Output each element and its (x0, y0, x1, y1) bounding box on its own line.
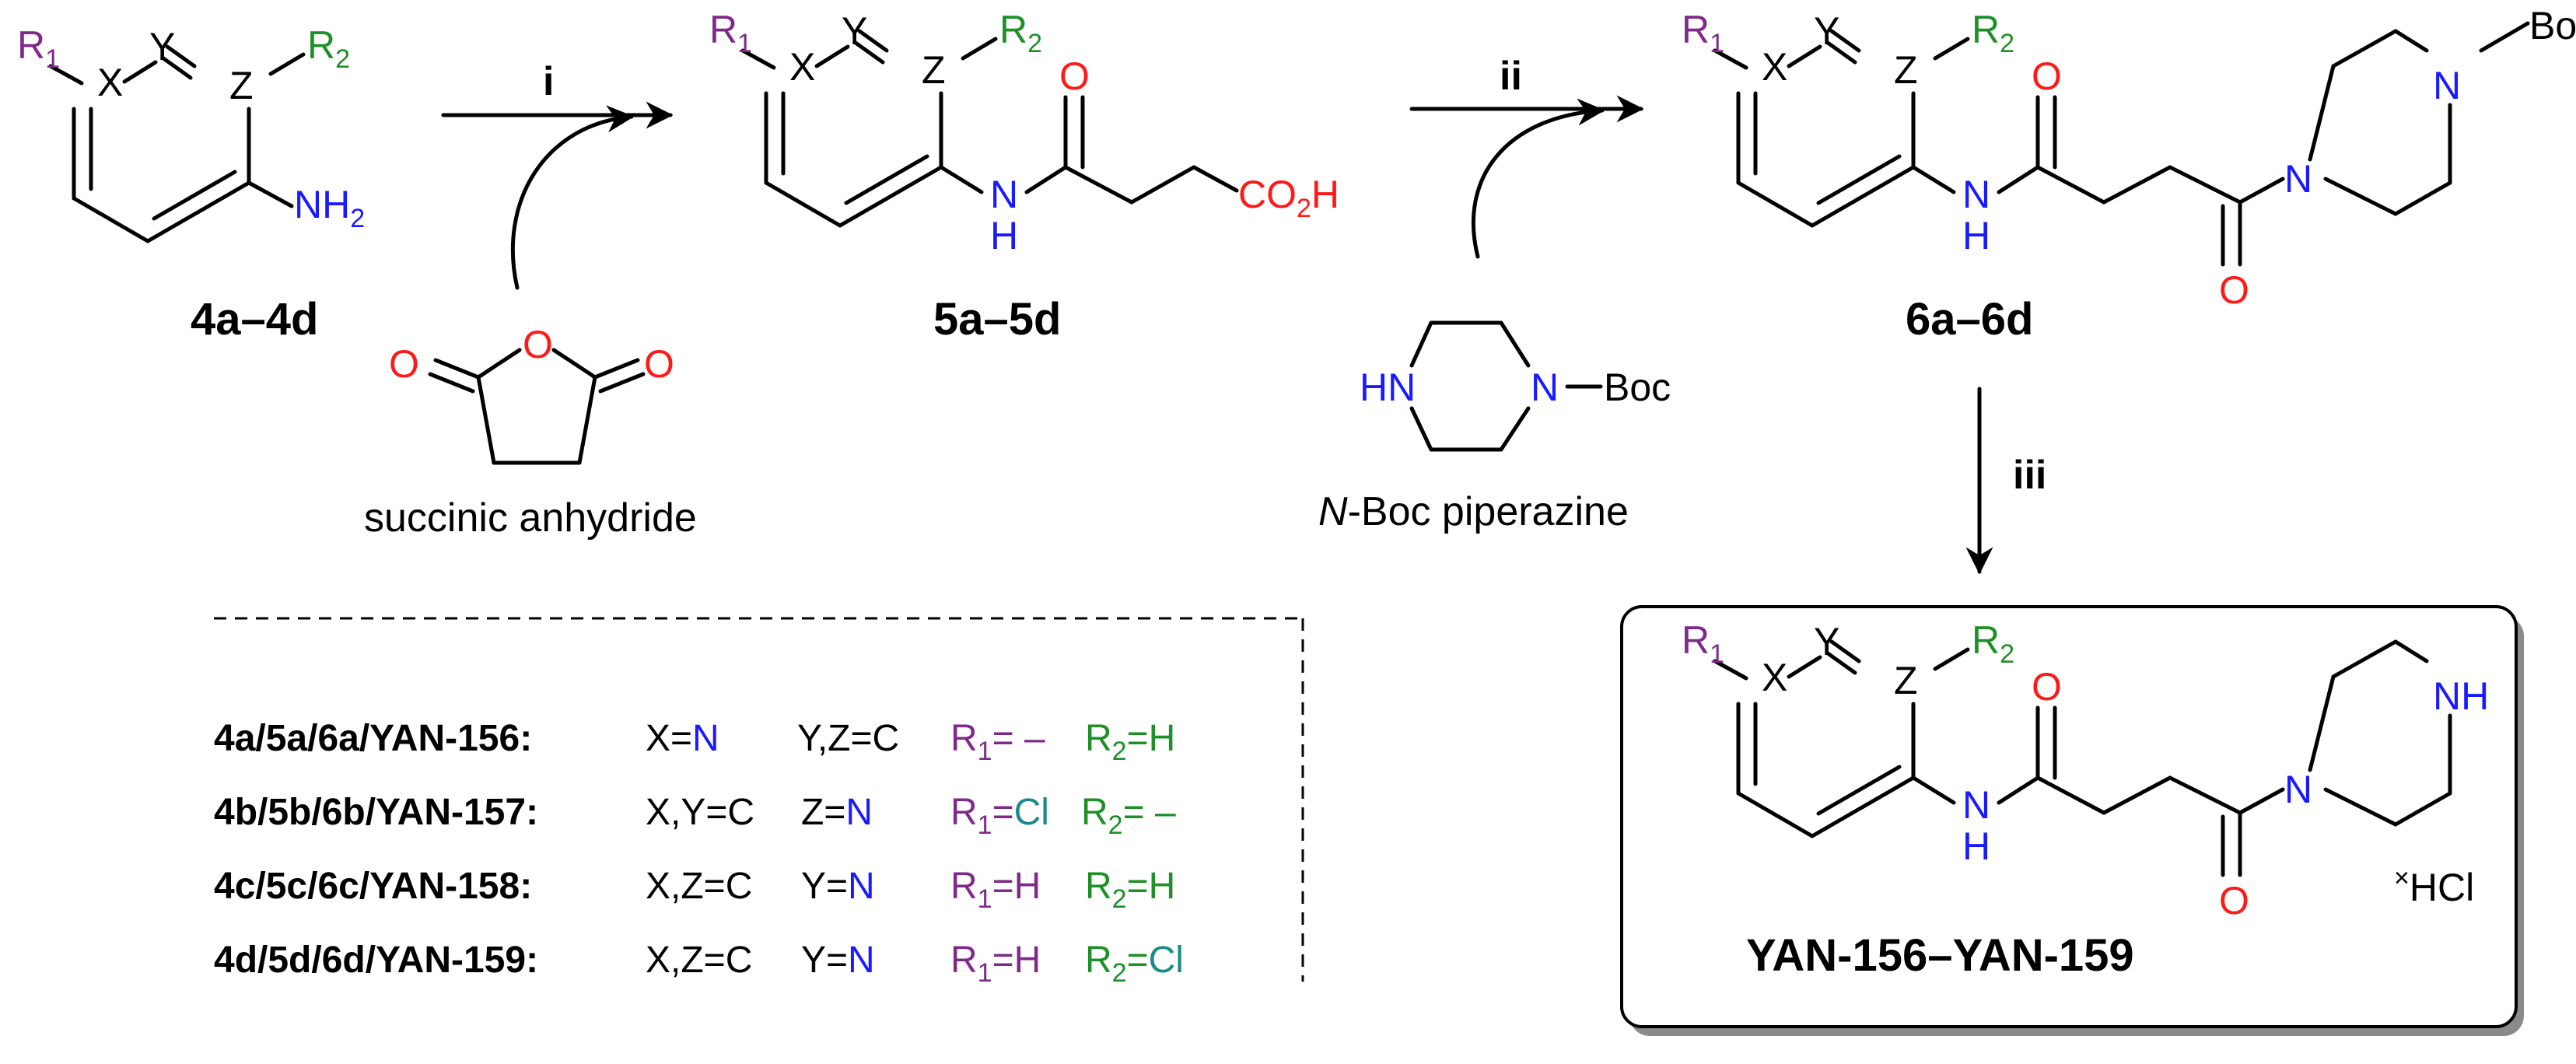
compound-5-label: 5a–5d (933, 294, 1061, 345)
atom-y: Y (149, 25, 175, 68)
row-yz-assignment: Z=N (801, 792, 873, 833)
step-ii-label: ii (1500, 54, 1522, 99)
carbonyl-o-bottom: O (2219, 879, 2249, 922)
final-product-label: YAN-156–YAN-159 (1746, 930, 2134, 981)
atom-z: Z (1894, 48, 1918, 92)
row-compound-ids: 4c/5c/6c/YAN-158: (214, 866, 532, 907)
n-boc-piperazine-label: N-Boc piperazine (1318, 489, 1629, 534)
r2-label: R2 (307, 23, 350, 74)
substituent-table: 4a/5a/6a/YAN-156: X=N Y,Z=C R1= – R2=H 4b/5b/… (214, 718, 1184, 988)
compound-6-structure: X Y Z R1 R2 N H O O N N Boc (1682, 4, 2576, 312)
step-i-label: i (543, 59, 554, 104)
r1-label: R1 (17, 23, 60, 74)
r1-label: R1 (1682, 618, 1724, 669)
row-compound-ids: 4d/5d/6d/YAN-159: (214, 940, 538, 981)
row-x-assignment: X=N (646, 718, 719, 759)
step-iii-label: iii (2013, 453, 2046, 498)
row-r2-assignment: R2=Cl (1085, 940, 1184, 988)
atom-y: Y (1814, 620, 1839, 663)
compound-6-label: 6a–6d (1906, 294, 2033, 345)
table-row: 4c/5c/6c/YAN-158: X,Z=C Y=N R1=H R2=H (214, 866, 1175, 914)
row-yz-assignment: Y=N (801, 940, 875, 981)
succinic-anhydride-label: succinic anhydride (364, 495, 697, 541)
atom-y: Y (1814, 9, 1839, 53)
row-r1-assignment: R1=H (950, 940, 1041, 988)
hcl-salt-label: ×HCl (2394, 863, 2474, 909)
amide-n: N (1962, 783, 1990, 827)
row-r1-assignment: R1=H (950, 866, 1041, 914)
row-r1-assignment: R1=Cl (950, 792, 1049, 840)
atom-x: X (789, 45, 815, 89)
final-product-structure: X Y Z R1 R2 N H O O N NH ×HCl (1682, 618, 2489, 922)
compound-4-structure: X Y Z R1 R2 NH2 (17, 23, 365, 241)
piperazine-n-amide: N (2284, 157, 2312, 201)
row-r2-assignment: R2=H (1085, 718, 1175, 766)
carbonyl-o-top: O (2032, 54, 2062, 98)
atom-x: X (97, 61, 123, 104)
atom-z: Z (922, 48, 946, 92)
row-r1-assignment: R1= – (950, 718, 1045, 766)
compound-5-structure: X Y Z R1 R2 N H O CO2H (709, 8, 1339, 257)
amine-label: NH2 (294, 183, 365, 233)
atom-z: Z (1894, 659, 1918, 702)
piperazine-hn: HN (1360, 366, 1416, 409)
r1-label: R1 (709, 8, 752, 58)
carbonyl-o-bottom: O (2219, 268, 2249, 312)
row-x-assignment: X,Y=C (646, 792, 754, 833)
compound-4-label: 4a–4d (191, 294, 318, 345)
r1-label: R1 (1682, 8, 1724, 58)
piperazine-n-amide: N (2284, 768, 2312, 811)
row-compound-ids: 4b/5b/6b/YAN-157: (214, 792, 538, 833)
amide-n: N (1962, 173, 1990, 216)
curved-arrow-anhydride (510, 105, 635, 290)
row-yz-assignment: Y=N (801, 866, 875, 907)
piperazine-n: N (1531, 366, 1559, 409)
carbonyl-o: O (1059, 54, 1090, 98)
row-compound-ids: 4a/5a/6a/YAN-156: (214, 718, 532, 759)
succinic-anhydride-structure: O O O (389, 323, 674, 465)
amide-h: H (990, 214, 1018, 257)
atom-o-right: O (644, 342, 674, 386)
amide-h: H (1962, 214, 1990, 257)
atom-o-left: O (389, 342, 419, 386)
r2-label: R2 (1972, 8, 2014, 58)
curved-arrow-piperazine (1471, 98, 1605, 259)
atom-x: X (1762, 45, 1787, 89)
amide-n: N (990, 173, 1018, 216)
boc-label: Boc (1604, 366, 1671, 409)
carbonyl-o-top: O (2032, 665, 2062, 709)
atom-z: Z (229, 64, 254, 107)
amide-h: H (1962, 824, 1990, 868)
row-x-assignment: X,Z=C (646, 940, 752, 981)
row-r2-assignment: R2= – (1081, 792, 1176, 840)
boc-label: Boc (2529, 4, 2576, 47)
table-row: 4a/5a/6a/YAN-156: X=N Y,Z=C R1= – R2=H (214, 718, 1175, 766)
r2-label: R2 (1972, 618, 2014, 669)
acid-label: CO2H (1238, 173, 1339, 223)
row-x-assignment: X,Z=C (646, 866, 752, 907)
atom-o-ring: O (523, 323, 553, 366)
table-row: 4d/5d/6d/YAN-159: X,Z=C Y=N R1=H R2=Cl (214, 940, 1184, 988)
n-boc-piperazine-structure: HN N Boc (1360, 320, 1671, 452)
row-r2-assignment: R2=H (1085, 866, 1175, 914)
piperazine-nh: NH (2433, 674, 2489, 718)
row-yz-assignment: Y,Z=C (797, 718, 899, 759)
r2-label: R2 (999, 8, 1042, 58)
piperazine-n-boc: N (2433, 64, 2461, 107)
atom-y: Y (842, 9, 867, 53)
product-box (1620, 605, 2518, 1028)
table-row: 4b/5b/6b/YAN-157: X,Y=C Z=N R1=Cl R2= – (214, 792, 1176, 840)
atom-x: X (1762, 656, 1787, 699)
